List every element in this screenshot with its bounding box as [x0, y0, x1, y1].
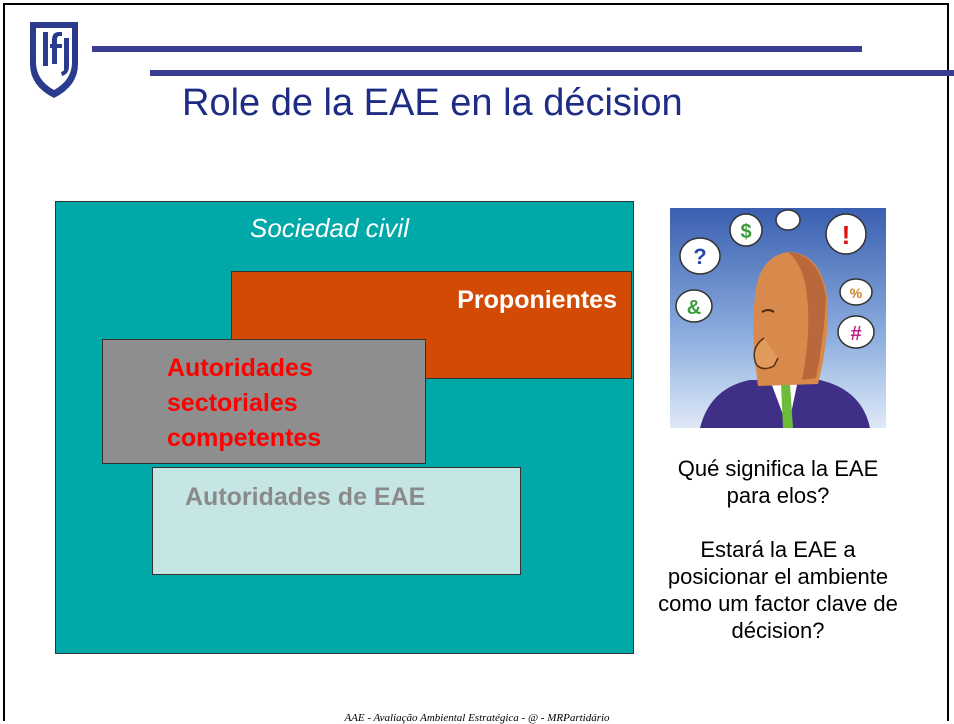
autoridades-sectoriales-box: Autoridades sectoriales competentes — [102, 339, 426, 464]
sociedad-civil-label: Sociedad civil — [250, 213, 409, 243]
slide-footer: AAE - Avaliação Ambiental Estratégica - … — [344, 712, 610, 724]
svg-text:$: $ — [740, 221, 751, 243]
svg-text:#: # — [850, 323, 861, 345]
proponentes-label: Proponientes — [457, 286, 617, 314]
autoridades-sectoriales-label: Autoridades sectoriales competentes — [167, 351, 321, 456]
slide-frame — [3, 3, 949, 721]
question-position: Estará la EAE a posicionar el ambiente c… — [658, 537, 898, 643]
svg-text:?: ? — [693, 244, 706, 269]
svg-text:!: ! — [842, 220, 851, 250]
sectoriales-line-1: Autoridades — [167, 354, 313, 382]
sectoriales-line-2: sectoriales — [167, 389, 298, 417]
question-meaning: Qué significa la EAE para elos? — [677, 456, 879, 508]
svg-text:&: & — [687, 297, 701, 319]
sectoriales-line-3: competentes — [167, 424, 322, 452]
ist-shield-logo-icon — [30, 22, 78, 98]
thinking-man-speech-bubbles-icon: ? $ ! % & # — [670, 208, 886, 428]
header-rule-top — [92, 46, 862, 52]
autoridades-eae-box: Autoridades de EAE — [152, 467, 521, 575]
svg-text:%: % — [850, 285, 863, 301]
header-rule-bottom — [150, 70, 954, 76]
autoridades-eae-label: Autoridades de EAE — [185, 483, 426, 511]
slide-title: Role de la EAE en la décision — [182, 82, 683, 124]
